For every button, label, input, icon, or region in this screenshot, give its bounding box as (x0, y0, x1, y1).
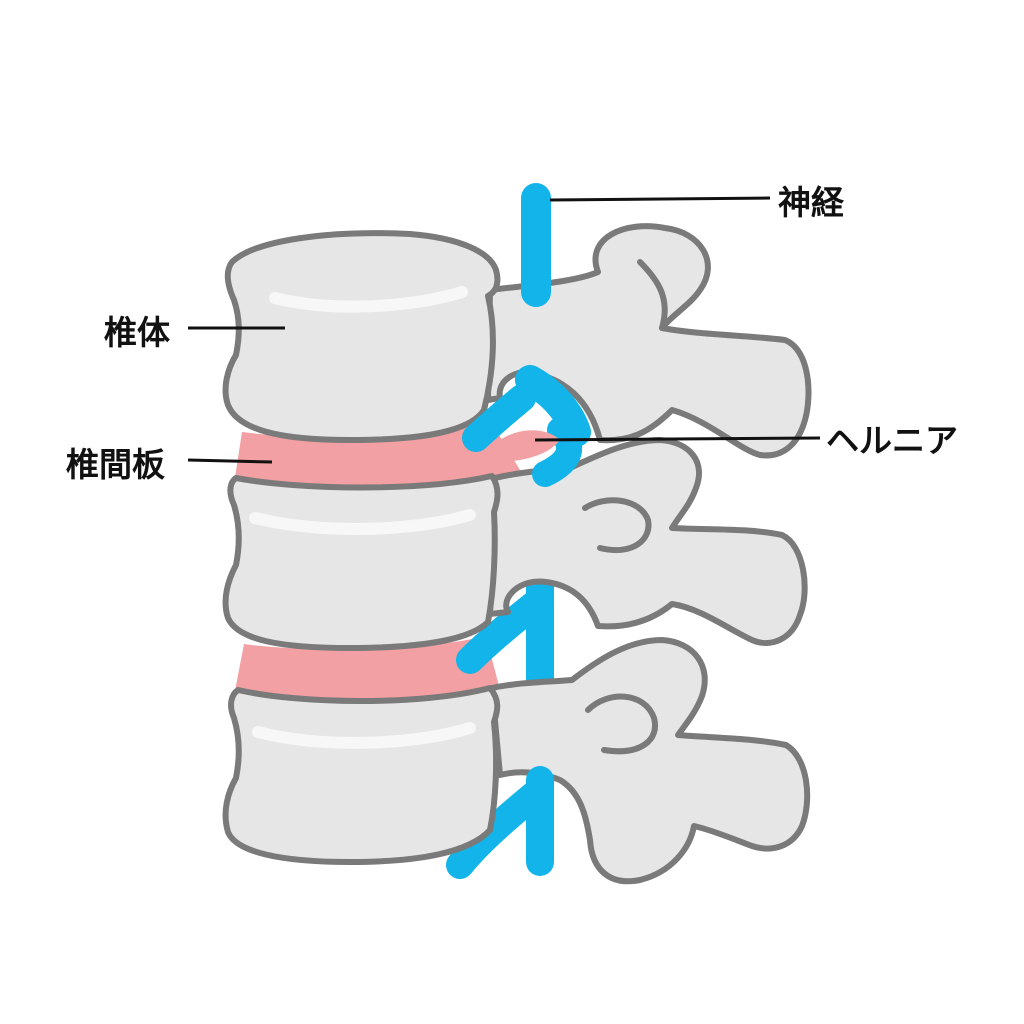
vertebral-body-top-highlight (269, 286, 468, 313)
vertebra-top-process-edge (637, 259, 668, 331)
vertebral-body-middle (222, 473, 501, 651)
hernia-leader-line (534, 436, 821, 442)
vertebral-body-bottom-highlight (252, 722, 476, 749)
nerve-hernia-hook (532, 417, 583, 487)
hernia-protrusion (496, 430, 560, 462)
disc-leader-line (187, 458, 273, 464)
label-intervertebral-disc: 椎間板 (66, 445, 165, 484)
vertebra-top-arch (485, 223, 812, 459)
vertebral-body-middle-highlight (249, 509, 476, 535)
label-vertebral-body: 椎体 (104, 313, 170, 352)
nerve-upper-root (462, 384, 536, 452)
nerve-leader-line (549, 196, 771, 202)
vertebral-body-top (222, 230, 501, 443)
label-nerve: 神経 (778, 183, 845, 222)
label-hernia: ヘルニア (826, 421, 958, 460)
vertebra-bottom-facet (585, 693, 659, 755)
vertebra-bottom-arch (489, 637, 811, 885)
nerve-middle-root (456, 586, 554, 674)
intervertebral-disc-lower (234, 636, 500, 703)
vertebral-body-bottom (222, 685, 501, 865)
nerve-upper-canal (515, 365, 591, 447)
vertebra-middle-facet (582, 497, 652, 553)
